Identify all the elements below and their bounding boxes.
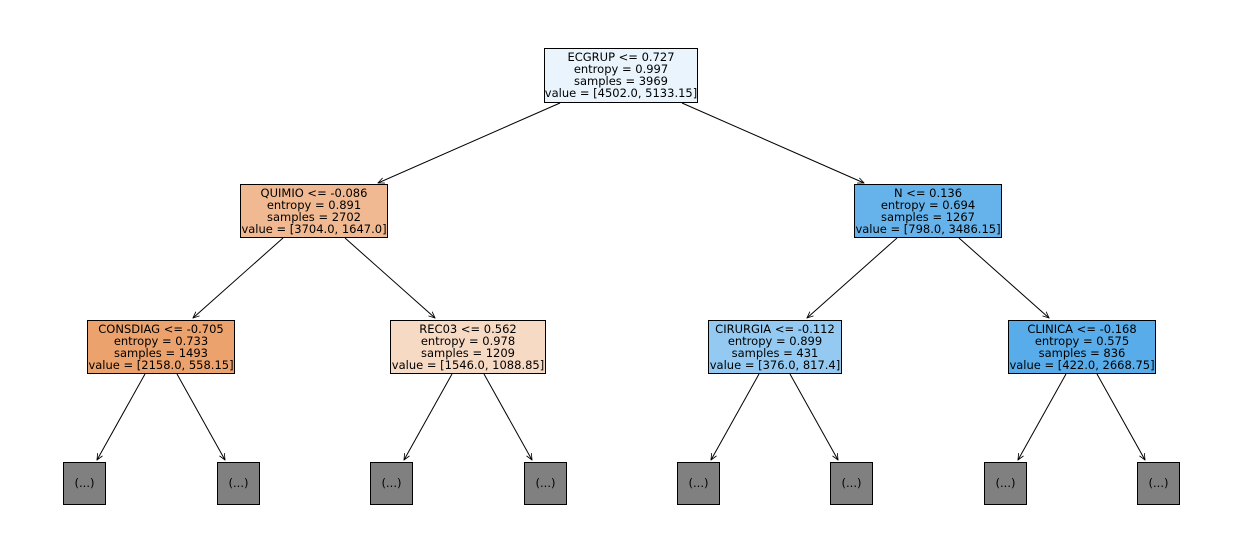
node-root-box (544, 48, 698, 103)
edge-rl-t6 (789, 373, 838, 460)
node-right: N <= 0.136 entropy = 0.694 samples = 126… (854, 184, 1002, 238)
truncated-node-8: (...) (1137, 462, 1180, 505)
truncated-label: (...) (382, 476, 402, 490)
node-rl-entropy: entropy = 0.899 (728, 334, 822, 348)
truncated-label: (...) (1149, 476, 1169, 490)
node-right-right: CLINICA <= -0.168 entropy = 0.575 sample… (1008, 320, 1156, 374)
node-rr-samples: samples = 836 (1039, 346, 1126, 360)
node-ll-value: value = [2158.0, 558.15] (88, 358, 233, 372)
node-root-split: ECGRUP <= 0.727 (567, 50, 674, 64)
edge-left-ll (193, 237, 284, 318)
node-left-samples: samples = 2702 (267, 210, 361, 224)
node-left: QUIMIO <= -0.086 entropy = 0.891 samples… (240, 184, 388, 238)
truncated-node-3: (...) (370, 462, 413, 505)
truncated-box (830, 462, 873, 505)
node-right-value: value = [798.0, 3486.15] (855, 222, 1000, 236)
node-right-box (854, 184, 1002, 238)
node-root: ECGRUP <= 0.727 entropy = 0.997 samples … (544, 48, 698, 103)
truncated-label: (...) (229, 476, 249, 490)
edge-root-left (378, 102, 561, 184)
node-lr-value: value = [1546.0, 1088.85] (392, 358, 544, 372)
node-rr-box (1008, 320, 1156, 374)
node-left-value: value = [3704.0, 1647.0] (241, 222, 386, 236)
truncated-box (677, 462, 720, 505)
node-ll-entropy: entropy = 0.733 (114, 334, 208, 348)
node-right-samples: samples = 1267 (881, 210, 975, 224)
node-left-right: REC03 <= 0.562 entropy = 0.978 samples =… (390, 320, 546, 374)
node-right-entropy: entropy = 0.694 (881, 198, 975, 212)
node-lr-box (390, 320, 546, 374)
edge-right-rl (807, 237, 898, 318)
node-rr-value: value = [422.0, 2668.75] (1009, 358, 1154, 372)
truncated-node-5: (...) (677, 462, 720, 505)
node-rr-split: CLINICA <= -0.168 (1027, 322, 1136, 336)
truncated-node-7: (...) (984, 462, 1027, 505)
edge-left-lr (344, 237, 435, 318)
edge-rr-t8 (1096, 373, 1145, 460)
truncated-leaves: (...) (...) (...) (...) (...) (...) (...… (63, 462, 1180, 505)
truncated-label: (...) (75, 476, 95, 490)
truncated-box (63, 462, 106, 505)
truncated-box (984, 462, 1027, 505)
truncated-node-2: (...) (217, 462, 260, 505)
node-root-entropy: entropy = 0.997 (574, 62, 668, 76)
edge-rl-t5 (711, 373, 760, 460)
truncated-node-6: (...) (830, 462, 873, 505)
truncated-label: (...) (842, 476, 862, 490)
node-left-entropy: entropy = 0.891 (267, 198, 361, 212)
truncated-box (1137, 462, 1180, 505)
node-right-split: N <= 0.136 (894, 186, 962, 200)
node-right-left: CIRURGIA <= -0.112 entropy = 0.899 sampl… (708, 320, 842, 374)
truncated-label: (...) (536, 476, 556, 490)
node-lr-split: REC03 <= 0.562 (419, 322, 516, 336)
edge-lr-t3 (404, 373, 453, 460)
node-rr-entropy: entropy = 0.575 (1035, 334, 1129, 348)
truncated-box (217, 462, 260, 505)
node-left-box (240, 184, 388, 238)
edge-ll-t1 (97, 373, 146, 460)
node-ll-box (87, 320, 235, 374)
node-left-left: CONSDIAG <= -0.705 entropy = 0.733 sampl… (87, 320, 235, 374)
node-root-samples: samples = 3969 (574, 74, 668, 88)
tree-edges (97, 102, 1145, 460)
edge-lr-t4 (483, 373, 532, 460)
node-lr-samples: samples = 1209 (421, 346, 515, 360)
node-ll-samples: samples = 1493 (114, 346, 208, 360)
node-rl-box (708, 320, 842, 374)
node-ll-split: CONSDIAG <= -0.705 (98, 322, 223, 336)
node-root-value: value = [4502.0, 5133.15] (545, 86, 697, 100)
truncated-label: (...) (996, 476, 1016, 490)
truncated-node-1: (...) (63, 462, 106, 505)
node-lr-entropy: entropy = 0.978 (421, 334, 515, 348)
truncated-box (370, 462, 413, 505)
edge-rr-t7 (1018, 373, 1067, 460)
node-rl-samples: samples = 431 (732, 346, 819, 360)
node-left-split: QUIMIO <= -0.086 (261, 186, 368, 200)
edge-ll-t2 (176, 373, 225, 460)
node-rl-split: CIRURGIA <= -0.112 (715, 322, 835, 336)
edge-root-right (681, 102, 864, 184)
truncated-box (524, 462, 567, 505)
edge-right-rr (958, 237, 1049, 318)
node-rl-value: value = [376.0, 817.4] (710, 358, 841, 372)
truncated-node-4: (...) (524, 462, 567, 505)
truncated-label: (...) (689, 476, 709, 490)
